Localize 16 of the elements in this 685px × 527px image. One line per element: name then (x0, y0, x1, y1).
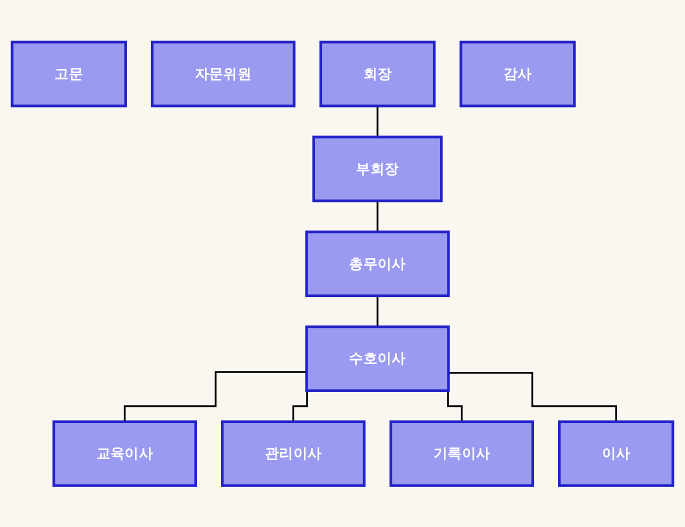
node-box: 감사 (460, 40, 576, 107)
connector (124, 370, 307, 422)
connector (448, 372, 617, 422)
connector (376, 294, 378, 328)
connector (376, 104, 378, 138)
node-box: 회장 (319, 40, 436, 107)
node-box: 부회장 (312, 135, 443, 202)
node-box: 총무이사 (305, 230, 450, 297)
connector (376, 200, 378, 232)
node-box: 관리이사 (220, 420, 366, 487)
node-box: 교육이사 (52, 420, 198, 487)
node-box: 이사 (558, 420, 674, 487)
node-box: 기록이사 (390, 420, 534, 487)
node-box: 자문위원 (150, 40, 296, 107)
node-box: 고문 (10, 40, 127, 107)
node-box: 수호이사 (305, 325, 450, 392)
